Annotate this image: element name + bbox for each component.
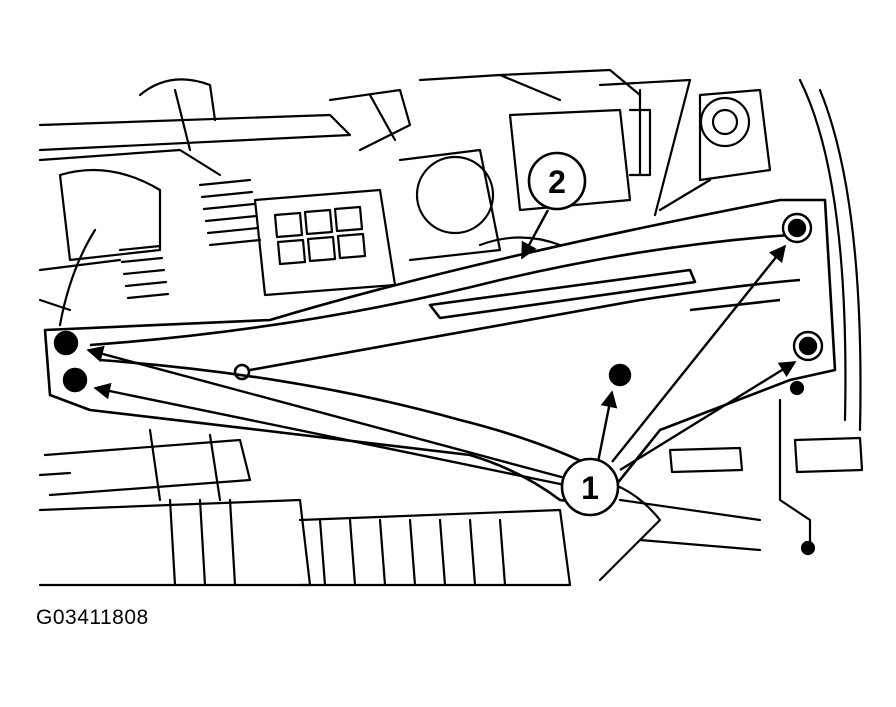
bolt-front-left-upper: [53, 330, 79, 356]
crossmember-bolts: [53, 212, 824, 393]
bolt-front-left-lower: [62, 367, 88, 393]
connector-block: [253, 188, 397, 297]
callout-2: 2: [527, 151, 587, 211]
figure-id-caption: G03411808: [36, 606, 149, 629]
callout-1-leaders: [86, 244, 797, 487]
callout-1-label: 1: [581, 470, 599, 506]
callout-1: 1: [560, 457, 620, 517]
bolt-center: [608, 363, 632, 387]
bolt-rear-upper: [781, 212, 813, 244]
bolt-rear-lower: [792, 330, 824, 362]
callout-2-label: 2: [548, 164, 566, 200]
callout-2-leaders: [520, 209, 550, 260]
engine-background-linework: [38, 68, 864, 587]
